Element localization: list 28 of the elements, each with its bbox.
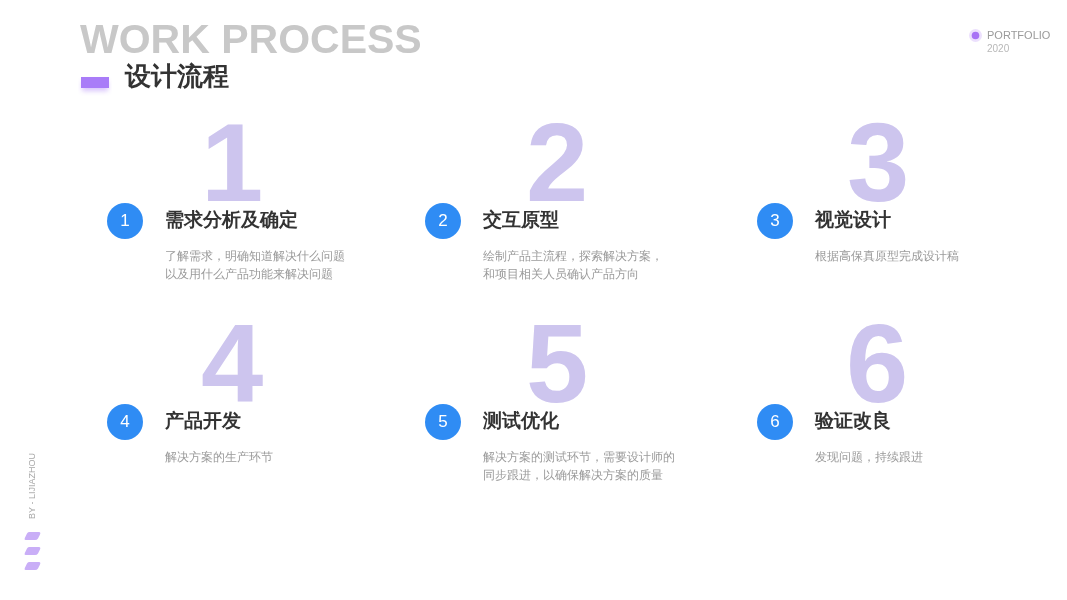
year-label: 2020 bbox=[987, 43, 1010, 55]
background-number: 2 bbox=[526, 122, 589, 204]
step-number-badge: 1 bbox=[107, 203, 143, 239]
step-description: 发现问题，持续跟进 bbox=[815, 449, 924, 466]
step-description: 解决方案的测试环节，需要设计师的同步跟进，以确保解决方案的质量 bbox=[483, 449, 676, 484]
step-heading: 视觉设计 bbox=[815, 208, 891, 232]
step-description: 绘制产品主流程，探索解决方案，和项目相关人员确认产品方向 bbox=[483, 248, 664, 283]
background-number: 4 bbox=[201, 323, 264, 405]
portfolio-label: PORTFOLIO bbox=[987, 29, 1051, 42]
step-heading: 测试优化 bbox=[483, 409, 559, 433]
step-heading: 交互原型 bbox=[483, 208, 559, 232]
page-title: 设计流程 bbox=[125, 60, 229, 92]
step-number-badge: 3 bbox=[757, 203, 793, 239]
author-credit: BY - LIJIAZHOU bbox=[26, 453, 38, 519]
step-number-badge: 6 bbox=[757, 404, 793, 440]
step-heading: 需求分析及确定 bbox=[165, 208, 298, 232]
step-heading: 产品开发 bbox=[165, 409, 241, 433]
step-description: 了解需求，明确知道解决什么问题以及用什么产品功能来解决问题 bbox=[165, 248, 346, 283]
step-description: 根据高保真原型完成设计稿 bbox=[815, 248, 960, 265]
step-number-badge: 2 bbox=[425, 203, 461, 239]
step-heading: 验证改良 bbox=[815, 409, 891, 433]
background-number: 1 bbox=[201, 122, 264, 204]
step-number-badge: 5 bbox=[425, 404, 461, 440]
step-number-badge: 4 bbox=[107, 404, 143, 440]
background-number: 3 bbox=[847, 122, 910, 204]
background-number: 5 bbox=[526, 323, 589, 405]
step-description: 解决方案的生产环节 bbox=[165, 449, 274, 466]
background-number: 6 bbox=[846, 323, 909, 405]
